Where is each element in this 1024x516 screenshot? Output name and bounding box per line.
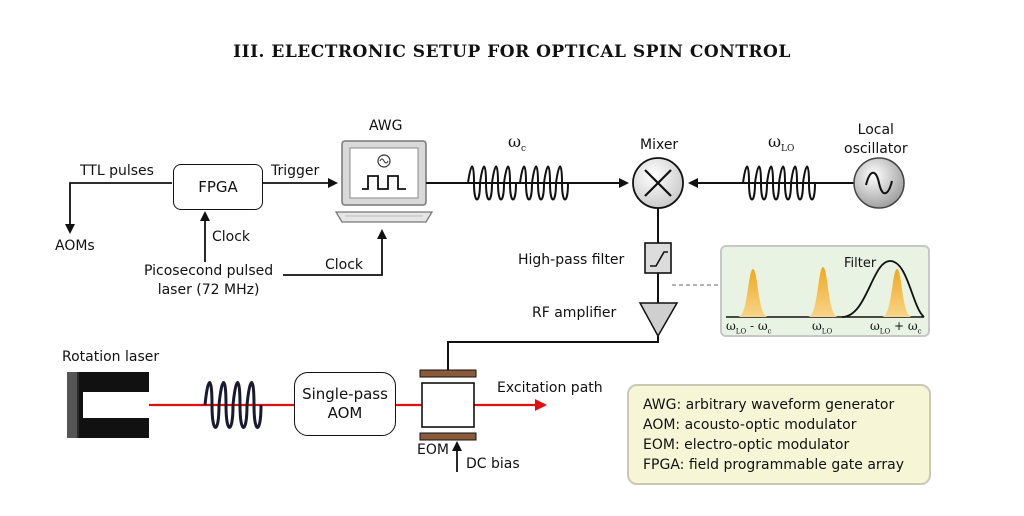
clock-awg-label: Clock — [325, 257, 364, 273]
mixer-label: Mixer — [640, 137, 679, 153]
peak-center — [808, 267, 838, 317]
legend-item: AWG: arbitrary waveform generator — [643, 397, 895, 413]
rf-amplifier-symbol — [638, 302, 679, 338]
awg-label: AWG — [369, 118, 403, 134]
legend-item: AOM: acousto-optic modulator — [643, 417, 857, 433]
ttl-line — [65, 182, 172, 234]
fpga-label: FPGA — [198, 177, 238, 196]
eom-label: EOM — [417, 442, 449, 458]
fpga-box: FPGA — [173, 164, 263, 210]
section-title: III. ELECTRONIC SETUP FOR OPTICAL SPIN C… — [233, 42, 791, 62]
legend-item: EOM: electro-optic modulator — [643, 437, 850, 453]
omega-c-label: ωc — [508, 132, 527, 155]
abbreviation-legend: AWG: arbitrary waveform generator AOM: a… — [627, 384, 931, 485]
excitation-path-label: Excitation path — [497, 380, 603, 396]
legend-item: FPGA: field programmable gate array — [643, 457, 905, 473]
omega-lo-wave — [742, 165, 816, 201]
aom-label-line2: AOM — [327, 404, 363, 422]
clock-awg-arrow — [283, 229, 387, 276]
mixer-symbol — [632, 157, 684, 209]
rf-amplifier-label: RF amplifier — [532, 305, 617, 321]
eom-symbol — [419, 369, 477, 441]
ttl-pulses-label: TTL pulses — [80, 163, 154, 179]
filter-curve-label: Filter — [844, 256, 877, 271]
high-pass-filter-label: High-pass filter — [518, 252, 625, 268]
aom-label-line1: Single-pass — [302, 385, 388, 403]
clock-fpga-label: Clock — [212, 229, 251, 245]
laser-label-line1: Picosecond pulsed — [144, 263, 274, 279]
omega-c-wave — [467, 165, 517, 201]
trigger-label: Trigger — [271, 163, 320, 179]
awg-computer — [334, 140, 434, 223]
local-oscillator-label: Local oscillator — [844, 122, 908, 157]
tick-lo-minus-c: ωLO - ωc — [726, 319, 772, 336]
omega-lo-label: ωLO — [768, 132, 795, 155]
high-pass-filter-symbol — [644, 242, 672, 274]
local-oscillator-symbol — [853, 157, 905, 209]
peak-right — [882, 269, 912, 317]
fiber-coil — [203, 381, 263, 429]
peak-left — [738, 269, 768, 317]
rotation-laser-label: Rotation laser — [62, 349, 160, 365]
laser-label: Picosecond pulsed laser (72 MHz) — [144, 262, 273, 300]
spectrum-plot — [726, 260, 925, 318]
filter-spectrum-inset: Filter ωLO - ωc ωLO ωLO + ωc — [720, 245, 930, 337]
dc-bias-label: DC bias — [466, 456, 520, 472]
tick-lo-plus-c: ωLO + ωc — [870, 319, 922, 336]
laser-label-line2: laser (72 MHz) — [157, 282, 260, 298]
tick-lo: ωLO — [812, 319, 833, 336]
aoms-label: AOMs — [55, 238, 95, 254]
rotation-laser-symbol — [67, 372, 149, 438]
